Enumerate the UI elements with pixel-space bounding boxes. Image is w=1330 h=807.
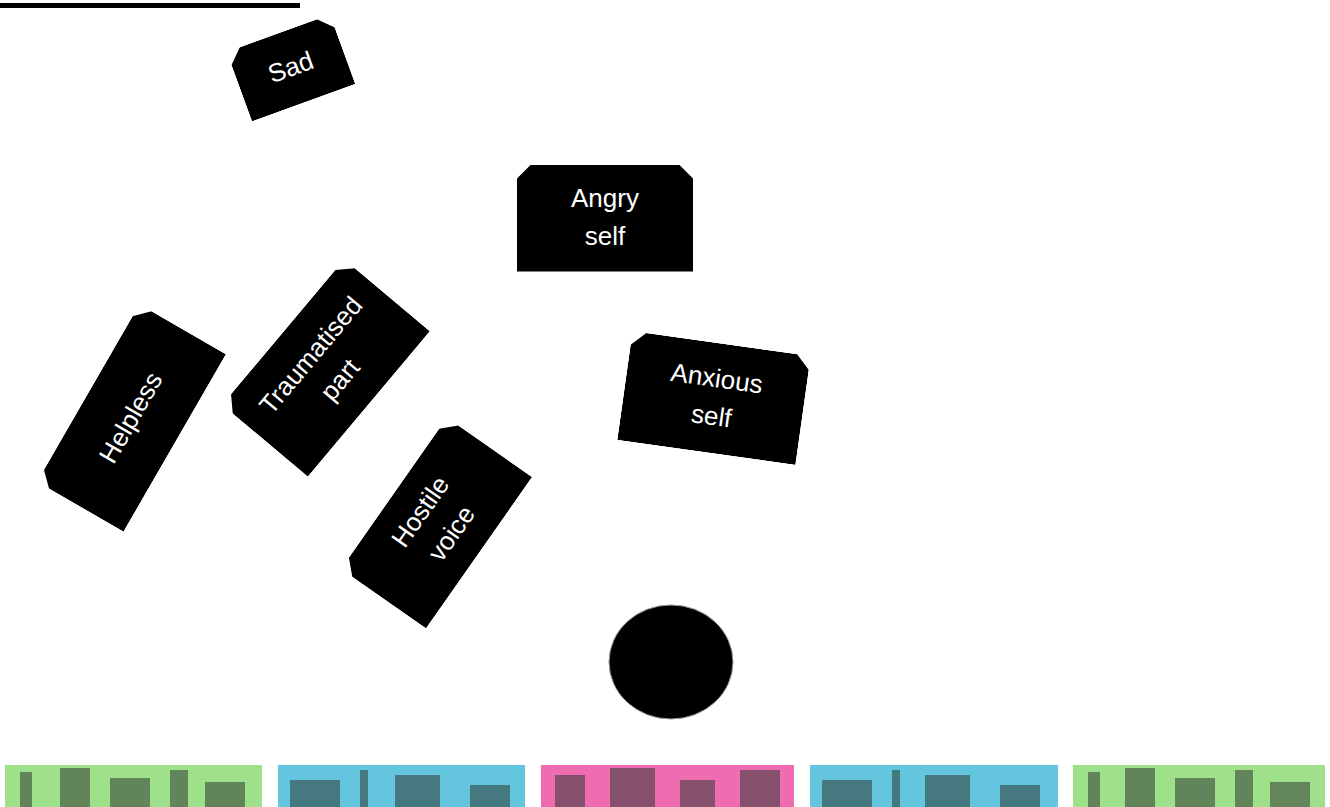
top-rule <box>0 3 300 8</box>
photo-strip <box>5 765 1325 807</box>
node-label: Sad <box>263 42 319 93</box>
node-label: Traumatised part <box>246 282 407 453</box>
black-circle <box>609 605 733 719</box>
node-label: Angry self <box>555 180 655 255</box>
node-label: Helpless <box>90 365 172 470</box>
clipped-box: Hostile voice <box>340 417 531 628</box>
clipped-box: Sad <box>227 14 356 121</box>
node-label: Hostile voice <box>374 456 499 589</box>
clipped-box: Anxious self <box>617 331 811 465</box>
clipped-box: Helpless <box>36 304 225 532</box>
node-label: Anxious self <box>649 352 778 443</box>
clipped-box: Traumatised part <box>222 259 430 477</box>
clipped-box: Angry self <box>517 165 693 272</box>
